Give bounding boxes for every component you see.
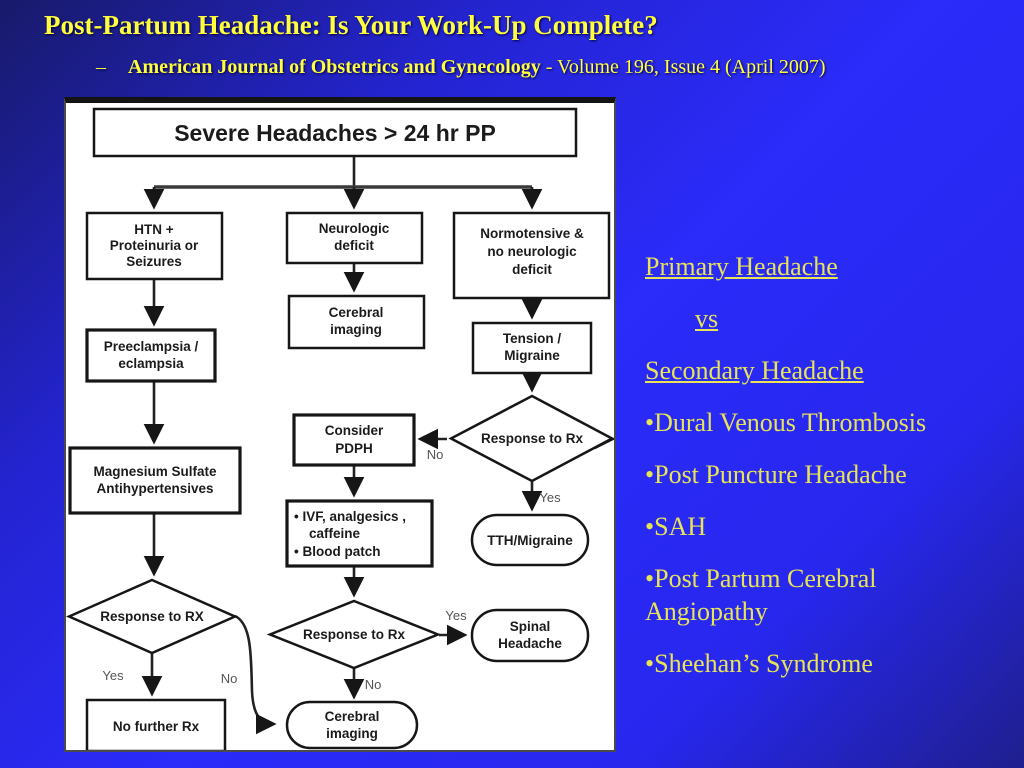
journal-volume: - Volume 196, Issue 4 (April 2007) (540, 56, 826, 78)
list-item-post-puncture-headache: •Post Puncture Headache (645, 460, 907, 489)
flowchart-node-tension (471, 321, 593, 375)
flowchart-node-cerebral-top-line1: Cerebral (329, 305, 384, 320)
flowchart-decision-mid (266, 599, 442, 670)
label-yes-left: Yes (102, 668, 124, 683)
flowchart-terminal-tth-label: TTH/Migraine (487, 533, 573, 548)
flowchart-panel: Severe Headaches > 24 hr PP HTN + Protei… (64, 97, 616, 753)
flowchart-node-tension-line1: Tension / (503, 331, 562, 346)
citation-line: – American Journal of Obstetrics and Gyn… (96, 52, 886, 83)
label-yes-mid: Yes (445, 608, 467, 623)
list-item-sah: •SAH (645, 512, 707, 541)
citation-dash: – (96, 56, 106, 78)
list-item-vs: vs (695, 304, 719, 333)
label-no-right: No (427, 447, 444, 462)
flowchart-terminal-spinal-line1: Spinal (510, 619, 551, 634)
flowchart-terminal-tth (470, 513, 590, 567)
flowchart-node-preeclampsia (85, 328, 217, 383)
flowchart-decision-left-label: Response to RX (100, 609, 204, 624)
list-item-post-partum-cerebral-angiopathy: •Post Partum Cerebral Angiopathy (645, 564, 877, 626)
flowchart-node-pdph (292, 413, 416, 467)
list-item-primary-headache: Primary Headache (645, 252, 838, 281)
flowchart-terminal-cerebral-bottom-line2: imaging (326, 726, 378, 741)
citation-text: American Journal of Obstetrics and Gynec… (128, 52, 876, 83)
flowchart-node-normo-line3: deficit (512, 262, 552, 277)
flowchart-node-htn-line1: HTN + (134, 222, 173, 237)
connector-diamondleft-no-curve (234, 614, 277, 735)
journal-name: American Journal of Obstetrics and Gynec… (128, 56, 541, 78)
flowchart-connectors (141, 156, 616, 735)
flowchart-node-normo (452, 211, 611, 300)
flowchart-decision-right-label: Response to Rx (481, 431, 584, 446)
flowchart-node-preeclampsia-line2: eclampsia (118, 356, 184, 371)
page-title: Post-Partum Headache: Is Your Work-Up Co… (44, 10, 658, 40)
label-yes-right: Yes (539, 490, 561, 505)
label-no-mid: No (365, 677, 382, 692)
flowchart-node-pdph-line1: Consider (325, 423, 384, 438)
flowchart-node-ivf-line2: caffeine (309, 526, 361, 541)
flowchart-node-tension-line2: Migraine (504, 348, 560, 363)
flowchart-terminal-cerebral-bottom-line1: Cerebral (325, 709, 380, 724)
flowchart-node-htn-line3: Seizures (126, 254, 182, 269)
flowchart-node-magnesium-line1: Magnesium Sulfate (93, 464, 217, 479)
flowchart-terminal-cerebral-bottom (285, 700, 419, 750)
flowchart-node-severe (92, 107, 578, 158)
flowchart-node-preeclampsia-line1: Preeclampsia / (104, 339, 199, 354)
flowchart-svg: Severe Headaches > 24 hr PP HTN + Protei… (65, 107, 616, 753)
flowchart-terminal-spinal (470, 608, 590, 663)
flowchart-node-ivf (285, 499, 434, 568)
list-item-secondary-headache: Secondary Headache (645, 356, 864, 385)
flowchart-node-magnesium-line2: Antihypertensives (96, 481, 213, 496)
flowchart-node-ivf-line3: • Blood patch (294, 544, 380, 559)
flowchart-decision-left (65, 578, 239, 655)
flowchart-node-severe-label: Severe Headaches > 24 hr PP (174, 120, 496, 146)
flowchart-node-pdph-line2: PDPH (335, 441, 373, 456)
flowchart-node-htn (85, 211, 224, 281)
flowchart-node-cerebral-top-line2: imaging (330, 322, 382, 337)
flowchart-node-normo-line1: Normotensive & (480, 226, 584, 241)
flowchart-node-no-further (85, 698, 227, 753)
flowchart-node-ivf-line1: • IVF, analgesics , (294, 509, 406, 524)
flowchart-node-cerebral-top (287, 294, 426, 350)
flowchart-node-htn-line2: Proteinuria or (110, 238, 199, 253)
flowchart-node-no-further-label: No further Rx (113, 719, 200, 734)
flowchart-node-neuro-line2: deficit (334, 238, 374, 253)
flowchart-decision-mid-label: Response to Rx (303, 627, 406, 642)
flowchart-node-neuro-line1: Neurologic (319, 221, 390, 236)
flowchart-node-normo-line2: no neurologic (487, 244, 577, 259)
flowchart-node-magnesium (68, 446, 242, 515)
flowchart-terminal-spinal-line2: Headache (498, 636, 562, 651)
headache-type-list: Primary Headache vs Secondary Headache •… (645, 250, 985, 699)
list-item-dural-venous-thrombosis: •Dural Venous Thrombosis (645, 408, 927, 437)
flowchart-decision-right (448, 394, 615, 483)
label-no-left: No (221, 671, 238, 686)
list-item-sheehans-syndrome: •Sheehan’s Syndrome (645, 649, 873, 678)
flowchart-node-neuro (285, 211, 424, 265)
